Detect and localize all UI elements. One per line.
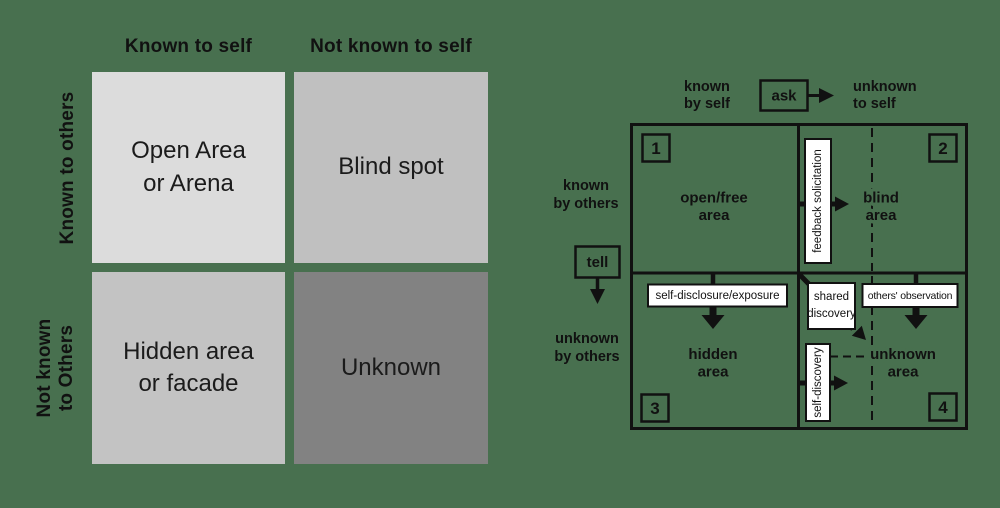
tell-label: tell [587,254,609,271]
area-blind-line2: area [866,207,898,224]
ask-label: ask [771,88,797,105]
number-box-4 [928,392,958,422]
self-disclosure-label: self-disclosure/exposure [655,290,779,302]
number-box-2 [928,133,958,163]
area-blind-line1: blind [863,190,899,207]
tell-arrow [590,278,605,304]
others-observation-label: others' observation [868,290,953,302]
left-axis-unknown-line2: by others [554,349,619,365]
number-1: 1 [651,139,660,158]
left-col-header-known-to-self: Known to self [124,36,253,57]
number-4: 4 [938,398,948,417]
number-box-1 [641,133,671,163]
left-col-header-not-known-to-self: Not known to self [310,36,472,57]
number-2: 2 [938,139,947,158]
ask-box [759,79,809,112]
area-open-line2: area [699,207,731,224]
top-axis-known-line2: by self [684,96,730,112]
quadrant-blind-spot: Blind spot [294,72,488,263]
area-hidden-line1: hidden [688,346,737,363]
left-axis-known-line2: by others [553,196,618,212]
self-disclosure-box [647,283,788,308]
shared-discovery-label-line2: discovery [807,308,856,320]
area-open-line1: open/free [680,190,748,207]
quadrant-hidden-area: Hidden area or facade [92,272,285,464]
left-axis-unknown-line1: unknown [555,331,619,347]
top-axis-known-line1: known [684,79,730,95]
tell-box [574,245,621,279]
self-discovery-label: self-discovery [812,347,824,418]
area-unknown-line1: unknown [870,346,936,363]
left-axis-known-line1: known [563,178,609,194]
shared-discovery-box [807,282,856,330]
self-discovery-box [805,343,831,422]
quadrant-unknown: Unknown [294,272,488,464]
area-hidden-line2: area [698,364,730,381]
number-3: 3 [650,399,659,418]
shared-discovery-label-line1: shared [814,291,849,303]
ask-arrow [808,88,834,103]
feedback-solicitation-label: feedback solicitation [812,149,824,253]
top-axis-unknown-line1: unknown [853,79,917,95]
feedback-solicitation-box [804,138,832,264]
top-axis-unknown-line2: to self [853,96,896,112]
area-unknown-line2: area [888,364,920,381]
others-observation-box [861,283,959,308]
number-box-3 [640,393,670,423]
quadrant-open-area: Open Area or Arena [92,72,285,263]
